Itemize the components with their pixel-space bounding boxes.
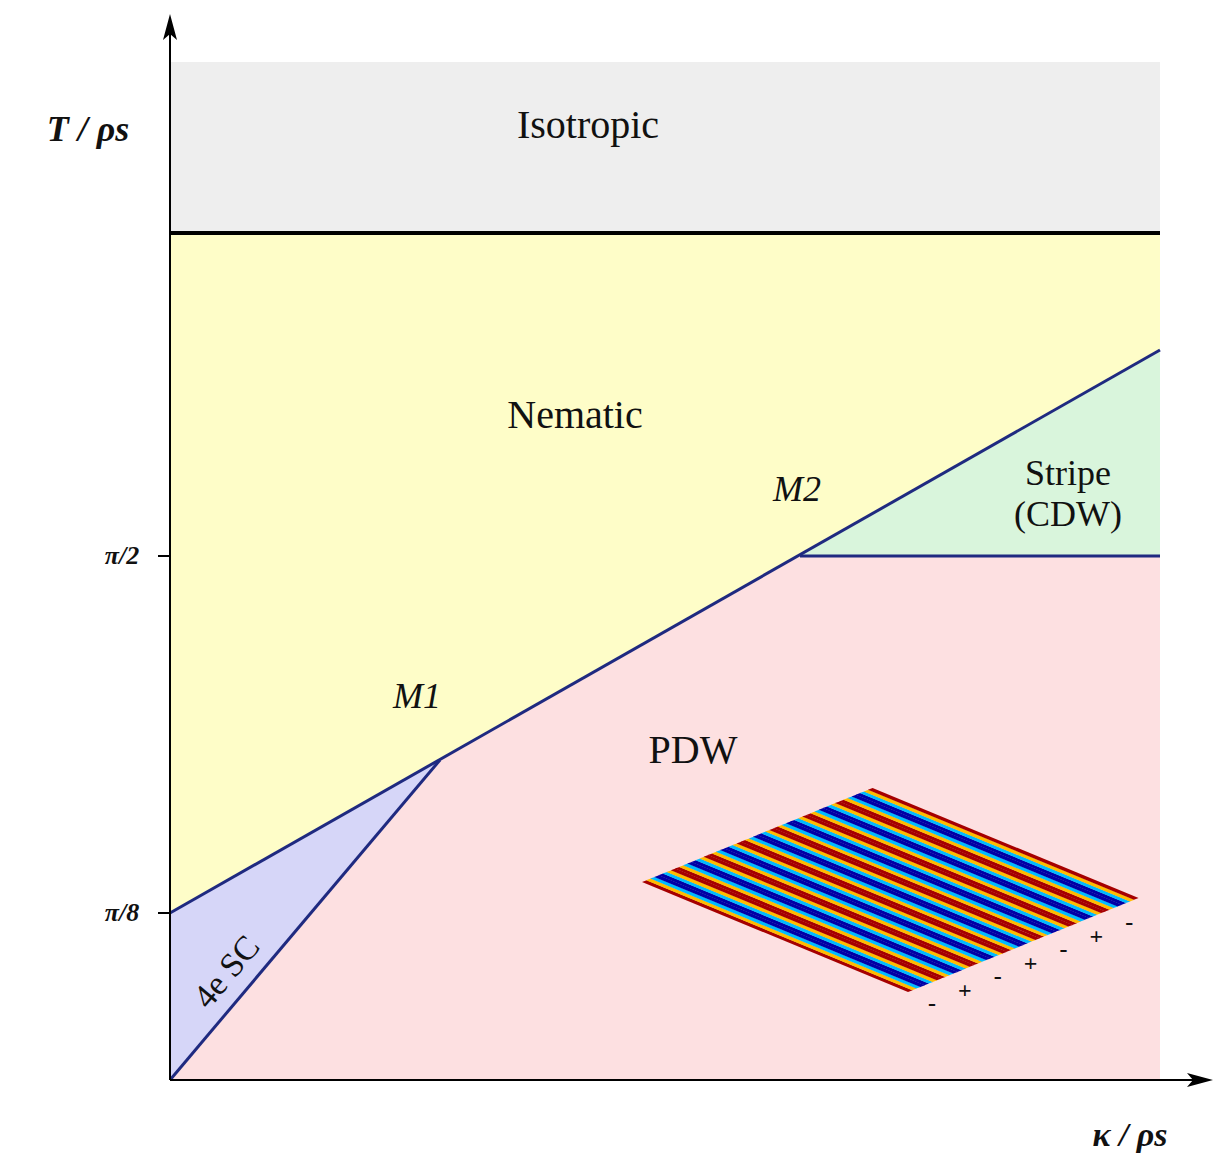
phase-name: Nematic [507,392,643,438]
sign-label: - [1059,936,1067,964]
point-label: M2 [773,469,821,510]
y-arrowhead [163,14,177,40]
region-fill [170,62,1160,233]
axis-label: κ / ρs [1092,1115,1167,1154]
tick-label: π/8 [105,898,139,928]
isotropic-boundary [170,231,1160,235]
region-fill [170,556,1160,1080]
phase-name: Stripe (CDW) [993,453,1143,536]
stripe-pdw-boundary [800,555,1160,558]
region-shape [170,556,1160,1080]
region-shape [170,760,440,1080]
region-shape [170,62,1160,233]
y-axis [169,28,171,1080]
tick-label: π/2 [105,541,139,571]
tick [158,555,170,557]
point-label: M1 [393,676,441,717]
sign-label: + [1024,950,1038,978]
phase-name: PDW [649,727,738,773]
x-axis [170,1079,1205,1081]
sign-label: - [1125,909,1133,937]
axis-label: T / ρs [47,109,130,150]
phase-name: Isotropic [517,102,659,148]
x-arrowhead [1187,1073,1213,1087]
sign-label: + [1089,923,1103,951]
region-shape [800,350,1160,556]
sign-label: - [928,990,936,1018]
phase-region: Isotropic [170,62,1160,233]
sign-label: - [994,963,1002,991]
phase-region: PDW [170,556,1160,1080]
sign-label: + [958,977,972,1005]
tick [158,912,170,914]
